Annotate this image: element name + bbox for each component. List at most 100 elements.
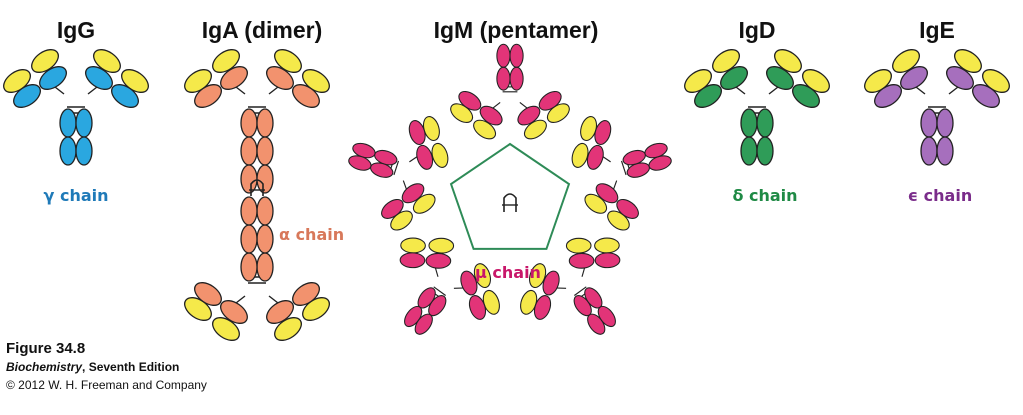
heavy-chain-domain	[425, 252, 452, 269]
heavy-chain-constant-domain	[740, 136, 758, 166]
light-chain-domain	[274, 317, 302, 341]
j-chain-loop	[503, 193, 517, 212]
light-chain-domain	[93, 49, 121, 73]
iga-j-chain	[249, 179, 265, 196]
heavy-chain-domain	[766, 66, 794, 90]
heavy-chain-constant-domain	[256, 164, 274, 194]
light-chain-domain	[584, 193, 608, 214]
heavy-chain-domain	[595, 183, 619, 204]
heavy-chain-domain	[792, 84, 820, 108]
heavy-chain-constant-domain	[936, 108, 954, 138]
heavy-chain-domain	[266, 66, 294, 90]
disulfide-bond	[433, 286, 446, 296]
light-chain-domain	[212, 49, 240, 73]
figure-caption: Figure 34.8 Biochemistry, Seventh Editio…	[6, 340, 207, 394]
light-chain-domain	[431, 142, 449, 168]
heavy-chain-constant-domain	[644, 142, 668, 159]
light-chain-domain	[594, 237, 620, 254]
heavy-chain-domain	[111, 84, 139, 108]
iga-monomer-top	[184, 49, 330, 194]
heavy-chain-domain	[542, 270, 560, 296]
heavy-chain-domain	[874, 84, 902, 108]
heavy-chain-constant-domain	[240, 108, 258, 138]
light-chain-domain	[571, 142, 589, 168]
title-iga: IgA (dimer)	[202, 17, 323, 43]
igd-monomer	[684, 49, 830, 166]
heavy-chain-constant-domain	[509, 66, 524, 91]
heavy-chain-constant-domain	[740, 108, 758, 138]
heavy-chain-constant-domain	[756, 136, 774, 166]
heavy-chain-domain	[900, 66, 928, 90]
heavy-chain-domain	[720, 66, 748, 90]
title-igd: IgD	[738, 17, 775, 43]
igm-pentamer-links	[449, 142, 571, 250]
heavy-chain-domain	[381, 198, 404, 219]
heavy-chain-constant-domain	[256, 224, 274, 254]
light-chain-domain	[892, 49, 920, 73]
light-chain-domain	[473, 263, 491, 288]
igm-disulfide-links	[449, 142, 571, 250]
heavy-chain-constant-domain	[240, 136, 258, 166]
heavy-chain-domain	[266, 300, 294, 324]
chain-label-gamma: γ chain	[43, 186, 108, 205]
heavy-chain-domain	[594, 120, 612, 146]
disulfide-bond	[393, 160, 400, 176]
igm-monomer	[399, 237, 500, 335]
light-chain-domain	[712, 49, 740, 73]
figure-number: Figure 34.8	[6, 340, 86, 357]
light-chain-domain	[774, 49, 802, 73]
heavy-chain-domain	[292, 84, 320, 108]
heavy-chain-domain	[533, 295, 552, 320]
heavy-chain-constant-domain	[936, 136, 954, 166]
heavy-chain-domain	[972, 84, 1000, 108]
igm-monomer	[348, 116, 449, 231]
heavy-chain-constant-domain	[256, 196, 274, 226]
heavy-chain-constant-domain	[597, 305, 616, 328]
heavy-chain-domain	[568, 252, 595, 269]
heavy-chain-domain	[13, 84, 41, 108]
heavy-chain-constant-domain	[240, 196, 258, 226]
book-title: Biochemistry	[6, 360, 83, 374]
heavy-chain-constant-domain	[496, 66, 511, 91]
heavy-chain-constant-domain	[240, 164, 258, 194]
light-chain-domain	[565, 237, 592, 254]
igm-monomer	[571, 116, 672, 231]
title-igg: IgG	[57, 17, 95, 43]
ige-monomer	[864, 49, 1010, 166]
heavy-chain-domain	[468, 295, 487, 320]
heavy-chain-constant-domain	[496, 43, 511, 68]
chain-label-alpha: α chain	[279, 225, 344, 244]
heavy-chain-domain	[586, 144, 604, 170]
heavy-chain-constant-domain	[256, 252, 274, 282]
heavy-chain-domain	[39, 66, 67, 90]
heavy-chain-domain	[292, 282, 320, 306]
heavy-chain-domain	[458, 90, 482, 111]
heavy-chain-domain	[408, 120, 426, 146]
light-chain-domain	[31, 49, 59, 73]
igm-monomer	[520, 237, 621, 335]
heavy-chain-constant-domain	[240, 224, 258, 254]
heavy-chain-constant-domain	[256, 136, 274, 166]
heavy-chain-constant-domain	[920, 136, 938, 166]
heavy-chain-domain	[479, 105, 503, 126]
heavy-chain-constant-domain	[75, 108, 93, 138]
antibody-shapes	[3, 43, 1010, 341]
light-chain-domain	[529, 263, 547, 288]
light-chain-domain	[428, 237, 455, 254]
igm-j-chain	[502, 193, 518, 212]
heavy-chain-domain	[401, 183, 425, 204]
heavy-chain-domain	[694, 84, 722, 108]
igg-monomer	[3, 49, 149, 166]
title-igm: IgM (pentamer)	[434, 17, 599, 43]
heavy-chain-domain	[220, 66, 248, 90]
heavy-chain-constant-domain	[920, 108, 938, 138]
heavy-chain-domain	[399, 252, 426, 269]
chain-label-mu: μ chain	[475, 263, 541, 282]
heavy-chain-constant-domain	[240, 252, 258, 282]
light-chain-domain	[954, 49, 982, 73]
copyright: © 2012 W. H. Freeman and Company	[6, 378, 207, 392]
heavy-chain-domain	[416, 144, 434, 170]
heavy-chain-domain	[220, 300, 248, 324]
heavy-chain-constant-domain	[348, 155, 372, 171]
